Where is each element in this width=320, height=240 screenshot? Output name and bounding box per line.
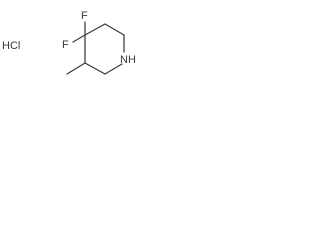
fluorine-top-label: F (81, 10, 88, 22)
bond-c5-c6 (104, 23, 125, 36)
bond-c4-f-left (72, 34, 86, 43)
bond-c2-c3 (84, 62, 106, 75)
chemical-structure: HCl F F NH (2, 10, 136, 75)
bond-c4-c5 (84, 23, 106, 36)
fluorine-left-label: F (62, 39, 69, 51)
salt-label: HCl (2, 40, 20, 52)
nitrogen-label: NH (120, 54, 136, 66)
bond-n1-c2 (104, 63, 123, 75)
bond-c3-methyl (66, 62, 86, 75)
